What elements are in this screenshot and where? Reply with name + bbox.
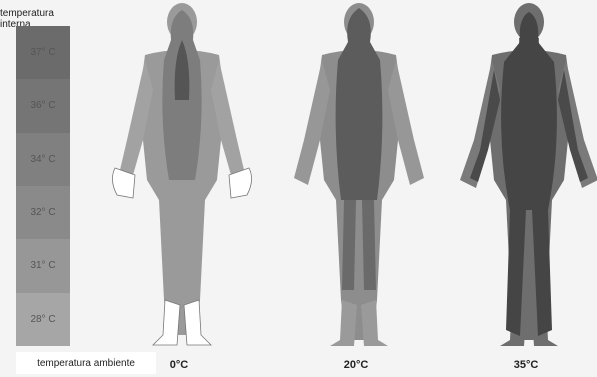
scale-level: 32° C (16, 186, 70, 239)
scale-level: 31° C (16, 239, 70, 292)
caption-35c: 35°C (496, 359, 556, 371)
body-figure-35c (452, 0, 597, 350)
scale-level: 36° C (16, 79, 70, 132)
scale-level: 28° C (16, 293, 70, 346)
ambient-temperature-label: temperatura ambiente (16, 352, 156, 374)
caption-0c: 0°C (149, 359, 209, 371)
body-figure-0c (105, 0, 260, 350)
caption-20c: 20°C (326, 359, 386, 371)
body-figure-20c (282, 0, 437, 350)
scale-level: 34° C (16, 133, 70, 186)
scale-level: 37° C (16, 26, 70, 79)
core-zone (336, 8, 383, 200)
